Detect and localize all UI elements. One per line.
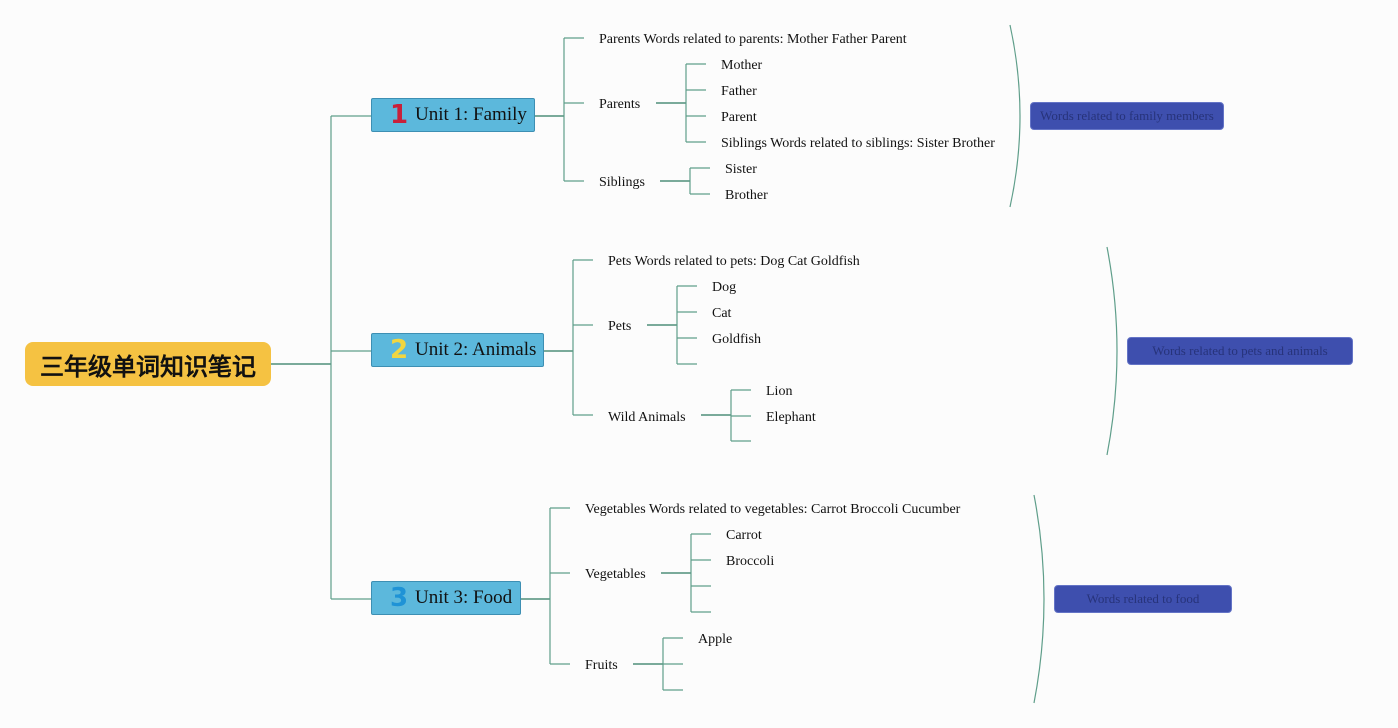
leaf-item[interactable]: Mother [721,58,763,73]
root-title: 三年级单词知识笔记 [40,352,256,381]
leaf-item[interactable]: Lion [766,384,793,399]
leaf-item[interactable]: Father [721,84,757,99]
leaf-item[interactable]: Parent [721,110,757,125]
group-connector [549,507,570,665]
summary-box-animals[interactable]: Words related to pets and animals [1127,337,1353,365]
group-label[interactable]: Vegetables [585,567,646,582]
group-label[interactable]: Parents Words related to parents: Mother… [599,32,907,47]
summary-text: Words related to pets and animals [1152,343,1328,358]
number-1-icon: 1 [389,100,409,130]
group-label[interactable]: Fruits [585,658,618,673]
group-label[interactable]: Pets Words related to pets: Dog Cat Gold… [608,254,860,269]
unit-node-animals[interactable]: 2 Unit 2: Animals [371,333,544,367]
group-label[interactable]: Parents [599,97,641,112]
leaf-connector [689,167,710,195]
number-2-icon: 2 [389,335,409,365]
summary-text: Words related to food [1086,591,1200,606]
group-label[interactable]: Wild Animals [608,410,686,425]
leaf-item[interactable]: Siblings Words related to siblings: Sist… [721,136,995,151]
leaf-item[interactable]: Brother [725,188,768,203]
summary-box-family[interactable]: Words related to family members [1030,102,1224,130]
summary-box-food[interactable]: Words related to food [1054,585,1232,613]
unit-title: Unit 2: Animals [415,339,537,360]
unit-title: Unit 3: Food [415,587,513,608]
unit-node-food[interactable]: 3 Unit 3: Food [371,581,521,615]
leaf-connector [662,637,683,691]
group-connector [572,259,593,416]
number-3-icon: 3 [389,583,409,613]
group-label[interactable]: Vegetables Words related to vegetables: … [585,502,961,517]
summary-bracket [1033,494,1045,704]
leaf-item[interactable]: Apple [698,632,733,647]
unit-node-family[interactable]: 1 Unit 1: Family [371,98,535,132]
group-connector [563,37,584,182]
unit-title: Unit 1: Family [415,104,527,125]
leaf-connector [676,285,697,365]
summary-text: Words related to family members [1040,108,1214,123]
leaf-item[interactable]: Cat [712,306,732,321]
unit-connector [331,115,371,600]
leaf-item[interactable]: Broccoli [726,554,775,569]
leaf-item[interactable]: Carrot [726,528,762,543]
leaf-item[interactable]: Dog [712,280,737,295]
summary-bracket [1106,246,1118,456]
leaf-item[interactable]: Sister [725,162,757,177]
leaf-item[interactable]: Elephant [766,410,816,425]
group-label[interactable]: Pets [608,319,632,334]
leaf-connector [730,389,751,442]
leaf-item[interactable]: Goldfish [712,332,761,347]
summary-bracket [1009,24,1021,208]
group-label[interactable]: Siblings [599,175,645,190]
leaf-connector [685,63,706,143]
leaf-connector [690,533,711,613]
root-topic[interactable]: 三年级单词知识笔记 [25,342,271,386]
